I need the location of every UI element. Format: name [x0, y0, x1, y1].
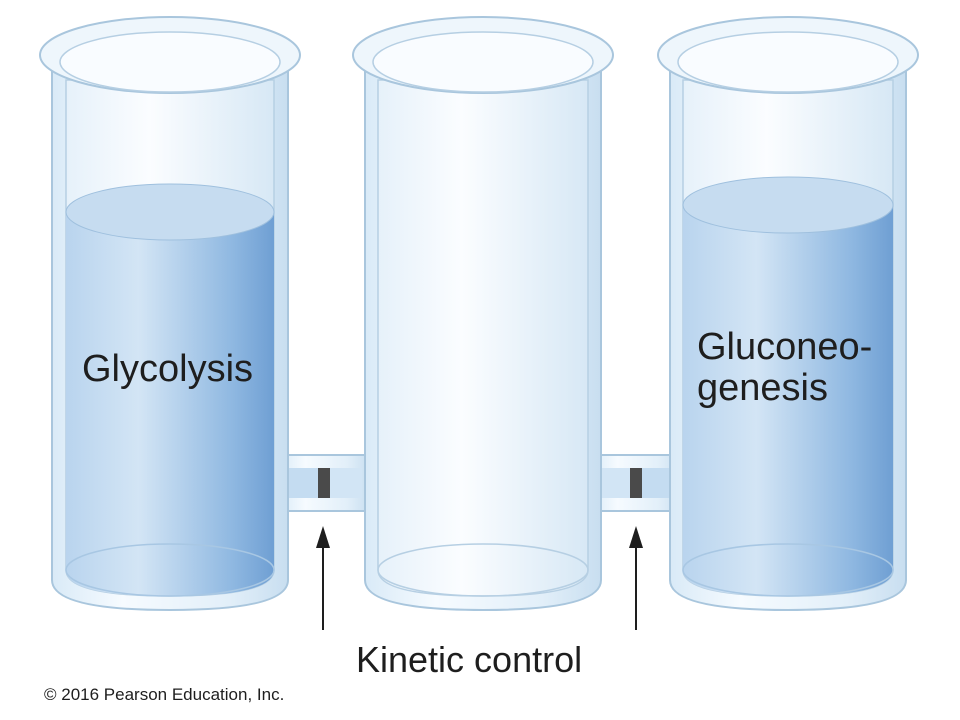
label-kinetic-control: Kinetic control — [356, 639, 582, 680]
arrow-left — [316, 526, 330, 630]
copyright-text: © 2016 Pearson Education, Inc. — [44, 685, 284, 704]
cylinder-gluconeogenesis — [657, 16, 919, 612]
cylinder-middle — [352, 16, 614, 612]
valve-right — [630, 468, 642, 498]
arrow-right — [629, 526, 643, 630]
label-glycolysis: Glycolysis — [82, 348, 253, 390]
label-gluconeogenesis-line1: Gluconeo- — [697, 326, 872, 368]
label-gluconeogenesis-line2: genesis — [697, 367, 828, 409]
cylinder-glycolysis — [39, 16, 301, 612]
valve-left — [318, 468, 330, 498]
